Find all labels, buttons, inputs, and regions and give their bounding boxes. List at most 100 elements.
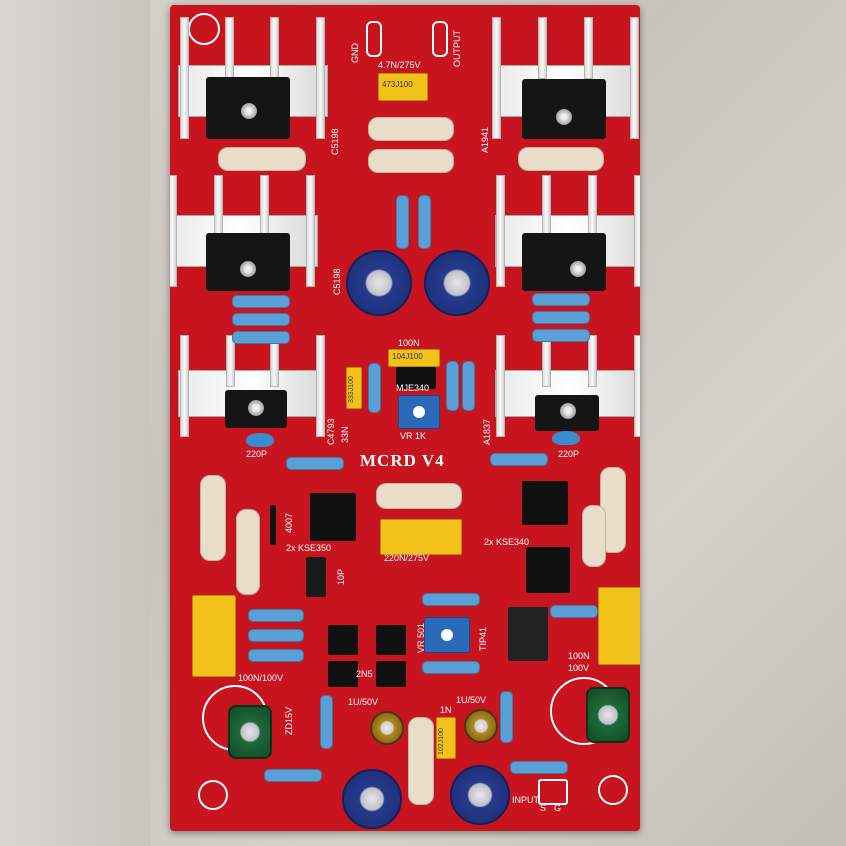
film-capacitor-1n [436, 717, 456, 759]
p220-right-label: 220P [558, 449, 580, 459]
cap-top-label: 4.7N/275V [378, 60, 421, 70]
input-label: INPUT [512, 795, 539, 805]
resistor [264, 769, 322, 782]
transistor-kse340-a [522, 481, 568, 525]
power-resistor [218, 147, 306, 171]
v100-right-label: 100V [568, 663, 590, 673]
power-resistor-vertical [236, 509, 260, 595]
film-capacitor-100n-right [598, 587, 640, 665]
resistor [532, 329, 590, 342]
heatsink-fin [316, 335, 325, 437]
mounting-hole-br [598, 775, 628, 805]
mounting-hole-bl [198, 780, 228, 810]
resistor [490, 453, 548, 466]
trimmer-vr1k [398, 395, 440, 429]
film-capacitor-220n [380, 519, 462, 555]
ceramic-capacitor-220p-left [246, 433, 274, 447]
screw-icon [556, 109, 572, 125]
heatsink-fin [634, 335, 640, 437]
kse340-label: 2x KSE340 [484, 537, 530, 547]
cap-code-1n: 102J100 [438, 728, 445, 755]
heatsink-fin [180, 335, 189, 437]
gnd-terminal [366, 21, 382, 57]
heatsink-fin [630, 17, 639, 139]
resistor [550, 605, 598, 618]
screw-icon [560, 403, 576, 419]
g-label: G [554, 803, 562, 813]
input-terminal [538, 779, 568, 805]
heatsink-fin [316, 17, 325, 139]
power-transistor-right-mid [522, 233, 606, 291]
c5198-mid-label: C5198 [332, 268, 342, 295]
power-resistor [518, 147, 604, 171]
heatsink-fin [538, 17, 547, 79]
resistor [232, 331, 290, 344]
transistor-pair [376, 661, 406, 687]
ceramic-capacitor-10p [306, 557, 326, 597]
n100-label: 100N [398, 338, 420, 348]
u1-50v-left-label: 1U/50V [348, 697, 379, 707]
heatsink-fin [260, 175, 269, 237]
resistor [248, 649, 304, 662]
heatsink-fin [226, 335, 235, 387]
electrolytic-capacitor-1u-right [464, 709, 498, 743]
d4007-label: 4007 [284, 512, 294, 533]
heatsink-fin [214, 175, 223, 237]
resistor [232, 295, 290, 308]
power-resistor-vertical [200, 475, 226, 561]
screw-icon [241, 103, 257, 119]
heatsink-fin [496, 335, 505, 437]
electrolytic-capacitor-bottom-right [450, 765, 510, 825]
s-label: S [540, 803, 547, 813]
mje340-label: MJE340 [396, 383, 430, 393]
resistor [510, 761, 568, 774]
electrolytic-capacitor-bottom-left [342, 769, 402, 829]
film-capacitor-100n-100v-left [192, 595, 236, 677]
a1837-label: A1837 [482, 418, 492, 445]
heatsink-fin [492, 17, 501, 139]
vr501-label: VR 501 [416, 622, 426, 653]
resistor [500, 691, 513, 743]
heatsink-fin [270, 17, 279, 79]
tip41-label: TIP41 [478, 626, 488, 651]
heatsink-fin [588, 175, 597, 237]
film-capacitor-100n [388, 349, 440, 367]
n2n5-label: 2N5 [356, 669, 373, 679]
resistor [320, 695, 333, 749]
resistor [532, 311, 590, 324]
resistor [462, 361, 475, 411]
u1-50v-right-label: 1U/50V [456, 695, 487, 705]
electrolytic-capacitor [424, 250, 490, 316]
electrolytic-capacitor-1u-left [370, 711, 404, 745]
transistor-tip41 [508, 607, 548, 661]
film-capacitor-top [378, 73, 428, 101]
heatsink-fin [496, 175, 505, 287]
heatsink-fin [584, 17, 593, 79]
screw-icon [248, 400, 264, 416]
screw-icon [570, 261, 586, 277]
vr1k-label: VR 1K [400, 431, 427, 441]
heatsink-fin [634, 175, 640, 287]
kse350-label: 2x KSE350 [286, 543, 332, 553]
electrolytic-capacitor-green [228, 705, 272, 759]
mounting-hole-tl [188, 13, 220, 45]
transistor-kse340-b [526, 547, 570, 593]
a1941-label: A1941 [480, 126, 490, 153]
power-resistor [368, 117, 454, 141]
diode-4007 [270, 505, 276, 545]
cap-code-top: 473J100 [382, 80, 413, 89]
heatsink-fin [180, 17, 189, 139]
n100-right-label: 100N [568, 651, 590, 661]
cap-code-33n: 333J100 [348, 376, 355, 403]
heatsink-fin [306, 175, 315, 287]
heatsink-fin [225, 17, 234, 79]
electrolytic-capacitor-green-right [586, 687, 630, 743]
output-terminal [432, 21, 448, 57]
power-resistor [376, 483, 462, 509]
cap-code-mid: 104J100 [392, 352, 423, 361]
cap-220n-label: 220N/275V [384, 553, 430, 563]
board-title: MCRD V4 [360, 451, 445, 470]
heatsink-fin [542, 335, 551, 387]
electrolytic-capacitor [346, 250, 412, 316]
heatsink-fin [542, 175, 551, 237]
